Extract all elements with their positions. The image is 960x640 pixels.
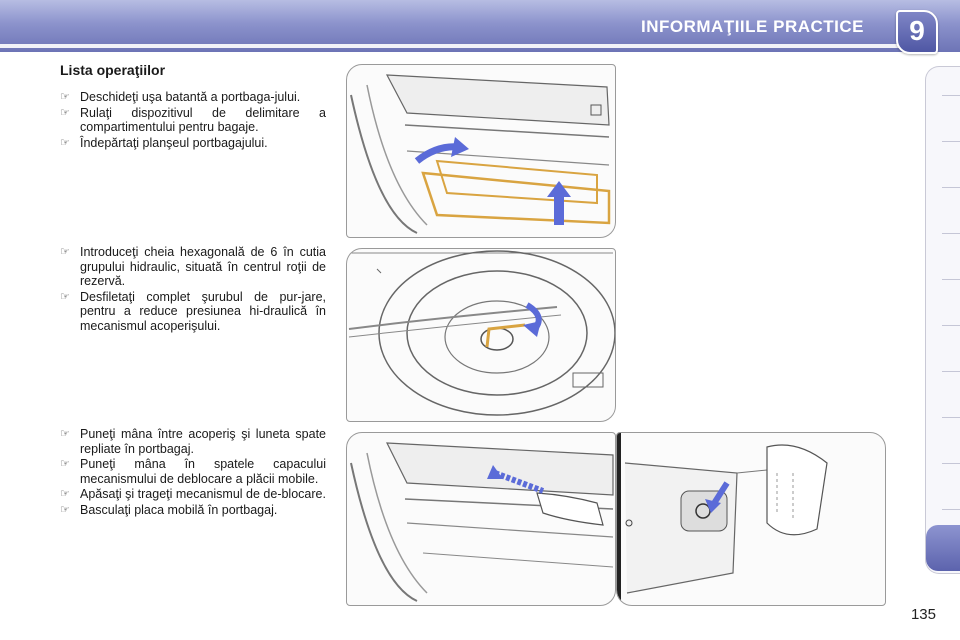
pointing-hand-icon: ☞ — [60, 428, 70, 440]
step-text: Introduceţi cheia hexagonală de 6 în cut… — [80, 245, 326, 288]
pointing-hand-icon: ☞ — [60, 246, 70, 258]
page-number: 135 — [910, 606, 936, 623]
trunk-floor-illustration — [346, 64, 616, 238]
step-text: Desfiletaţi complet şurubul de pur-jare,… — [80, 289, 326, 333]
step-text: Îndepărtaţi planşeul portbagajului. — [80, 135, 268, 150]
chapter-number: 9 — [909, 15, 925, 46]
chapter-header: INFORMAŢIILE PRACTICE 9 — [0, 0, 960, 54]
step-text: Puneţi mâna în spatele capacului mecanis… — [80, 457, 326, 486]
tab-divider — [942, 325, 960, 326]
list-item: ☞ Rulaţi dispozitivul de delimitare a com… — [60, 106, 326, 135]
pointing-hand-icon: ☞ — [60, 458, 70, 470]
list-item: ☞ Basculaţi placa mobilă în portbagaj. — [60, 503, 326, 518]
step-text: Apăsaţi şi trageţi mecanismul de de-bloc… — [80, 487, 326, 501]
tab-divider — [942, 233, 960, 234]
steps-group-2: ☞ Introduceţi cheia hexagonală de 6 în cu… — [60, 245, 326, 334]
list-item: ☞ Deschideţi uşa batantă a portbaga-jului… — [60, 90, 326, 105]
pointing-hand-icon: ☞ — [60, 91, 70, 103]
step-text: Rulaţi dispozitivul de delimitare a comp… — [80, 105, 326, 135]
tab-divider — [942, 95, 960, 96]
tab-chapter-9[interactable] — [926, 525, 960, 571]
steps-group-1: ☞ Deschideţi uşa batantă a portbaga-jului… — [60, 90, 326, 151]
pointing-hand-icon: ☞ — [60, 488, 70, 500]
step-text: Basculaţi placa mobilă în portbagaj. — [80, 502, 278, 517]
pointing-hand-icon: ☞ — [60, 106, 70, 119]
spare-wheel-illustration — [346, 248, 616, 422]
tab-divider — [942, 371, 960, 372]
tab-divider — [942, 463, 960, 464]
list-item: ☞ Introduceţi cheia hexagonală de 6 în cu… — [60, 245, 326, 289]
tab-divider — [942, 141, 960, 142]
tab-divider — [942, 279, 960, 280]
steps-group-3: ☞ Puneţi mâna între acoperiş şi luneta sp… — [60, 427, 326, 518]
trunk-hand-illustration — [346, 432, 616, 606]
chapter-badge: 9 — [896, 10, 938, 54]
pointing-hand-icon: ☞ — [60, 136, 70, 149]
step-text: Deschideţi uşa batantă a portbaga-jului. — [80, 90, 301, 104]
chapter-title: INFORMAŢIILE PRACTICE — [641, 17, 864, 36]
tab-divider — [942, 187, 960, 188]
list-item: ☞ Apăsaţi şi trageţi mecanismul de de-blo… — [60, 487, 326, 502]
tab-divider — [942, 509, 960, 510]
step-text: Puneţi mâna între acoperiş şi luneta spa… — [80, 427, 326, 456]
list-item: ☞ Puneţi mâna între acoperiş şi luneta sp… — [60, 427, 326, 456]
tab-divider — [942, 417, 960, 418]
list-item: ☞ Desfiletaţi complet şurubul de pur-jare… — [60, 290, 326, 334]
list-item: ☞ Puneţi mâna în spatele capacului mecani… — [60, 457, 326, 486]
pointing-hand-icon: ☞ — [60, 503, 70, 516]
header-stripe — [0, 44, 900, 48]
list-item: ☞ Îndepărtaţi planşeul portbagajului. — [60, 136, 326, 151]
section-title: Lista operaţiilor — [60, 62, 166, 78]
pointing-hand-icon: ☞ — [60, 290, 70, 303]
chapter-tab-strip — [925, 66, 960, 574]
release-mechanism-illustration — [616, 432, 886, 606]
